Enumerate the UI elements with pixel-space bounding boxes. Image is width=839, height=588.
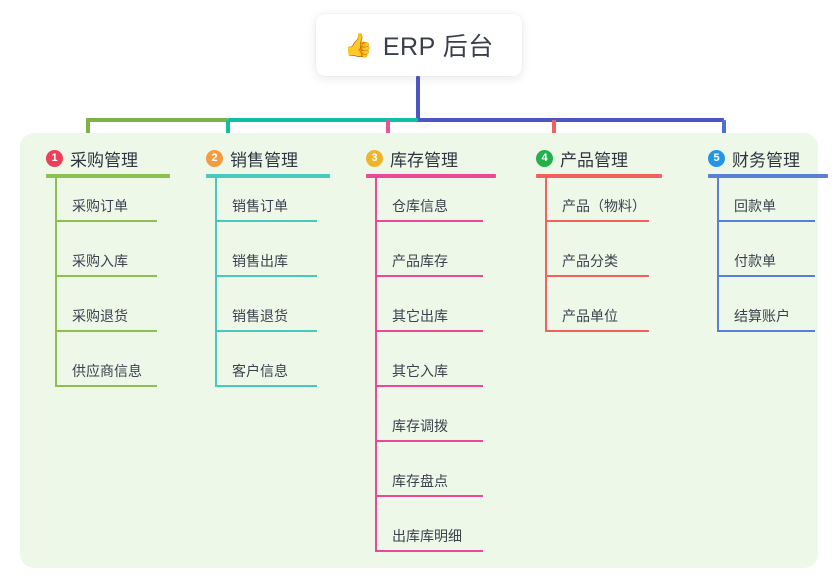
leaf-label: 采购订单 — [72, 198, 128, 214]
leaf-rule — [215, 275, 317, 277]
branch-number-badge-finance: 5 — [708, 150, 725, 167]
leaf-rule — [375, 220, 483, 222]
leaf-label: 付款单 — [734, 253, 776, 269]
leaf-label: 产品分类 — [562, 253, 618, 269]
branch-header-label-sales: 销售管理 — [230, 151, 298, 170]
leaf-rule — [55, 330, 157, 332]
branch-spine-purchase — [55, 174, 57, 387]
leaf-rule — [375, 330, 483, 332]
leaf-rule — [55, 220, 157, 222]
leaf-label: 其它出库 — [392, 308, 448, 324]
branch-number-badge-purchase: 1 — [46, 150, 63, 167]
leaf-rule — [545, 220, 649, 222]
thumbs-up-icon: 👍 — [344, 31, 373, 58]
branches-panel: 1 采购管理采购订单采购入库采购退货供应商信息 2 销售管理销售订单销售出库销售退货客… — [20, 133, 828, 568]
root-stem-connector — [416, 76, 420, 122]
leaf-rule — [375, 440, 483, 442]
leaf-label: 产品单位 — [562, 308, 618, 324]
branch-underline-inventory — [366, 174, 496, 178]
branch-header-finance[interactable]: 5 财务管理 — [708, 146, 800, 171]
root-node[interactable]: 👍 ERP 后台 — [316, 14, 522, 76]
leaf-rule — [215, 385, 317, 387]
branch-header-inventory[interactable]: 3 库存管理 — [366, 146, 458, 171]
leaf-label: 销售出库 — [232, 253, 288, 269]
leaf-label: 出库库明细 — [392, 528, 462, 544]
branch-spine-product — [545, 174, 547, 332]
branch-number-badge-sales: 2 — [206, 150, 223, 167]
leaf-label: 回款单 — [734, 198, 776, 214]
leaf-label: 产品库存 — [392, 253, 448, 269]
branch-number-badge-inventory: 3 — [366, 150, 383, 167]
leaf-label: 供应商信息 — [72, 363, 142, 379]
segment-teal — [228, 118, 418, 122]
leaf-rule — [55, 275, 157, 277]
leaf-label: 客户信息 — [232, 363, 288, 379]
branch-header-purchase[interactable]: 1 采购管理 — [46, 146, 138, 171]
leaf-rule — [717, 275, 815, 277]
leaf-label: 库存调拨 — [392, 418, 448, 434]
leaf-rule — [375, 550, 483, 552]
leaf-label: 销售退货 — [232, 308, 288, 324]
branch-header-label-purchase: 采购管理 — [70, 151, 138, 170]
branch-header-product[interactable]: 4 产品管理 — [536, 146, 628, 171]
branch-spine-finance — [717, 174, 719, 332]
root-title: ERP 后台 — [382, 33, 494, 61]
leaf-label: 结算账户 — [734, 308, 790, 324]
leaf-rule — [375, 495, 483, 497]
leaf-label: 库存盘点 — [392, 473, 448, 489]
segment-green — [86, 118, 228, 122]
leaf-label: 其它入库 — [392, 363, 448, 379]
leaf-rule — [545, 330, 649, 332]
leaf-rule — [375, 385, 483, 387]
branch-spine-inventory — [375, 174, 377, 552]
leaf-rule — [545, 275, 649, 277]
branch-number-badge-product: 4 — [536, 150, 553, 167]
leaf-rule — [215, 220, 317, 222]
leaf-label: 采购入库 — [72, 253, 128, 269]
leaf-rule — [375, 275, 483, 277]
branch-header-label-finance: 财务管理 — [732, 151, 800, 170]
leaf-rule — [215, 330, 317, 332]
branch-spine-sales — [215, 174, 217, 387]
leaf-rule — [717, 330, 815, 332]
branch-underline-product — [536, 174, 662, 178]
branch-underline-purchase — [46, 174, 170, 178]
branch-header-sales[interactable]: 2 销售管理 — [206, 146, 298, 171]
leaf-rule — [717, 220, 815, 222]
branch-header-label-inventory: 库存管理 — [390, 151, 458, 170]
leaf-label: 产品（物料） — [562, 198, 646, 214]
leaf-rule — [55, 385, 157, 387]
branch-underline-finance — [708, 174, 828, 178]
branch-underline-sales — [206, 174, 330, 178]
segment-indigo — [418, 118, 724, 122]
leaf-label: 销售订单 — [232, 198, 288, 214]
leaf-label: 采购退货 — [72, 308, 128, 324]
leaf-label: 仓库信息 — [392, 198, 448, 214]
branch-header-label-product: 产品管理 — [560, 151, 628, 170]
